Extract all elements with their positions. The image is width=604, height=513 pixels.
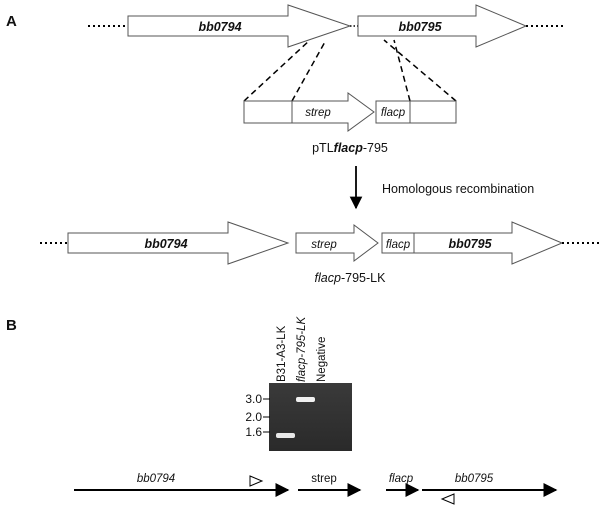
- primer-forward-icon: [249, 475, 264, 487]
- result-strain-name: flacp-795-LK: [315, 271, 387, 285]
- marker-label-1: 3.0: [245, 392, 262, 406]
- plasmid-left-arm: [243, 100, 293, 124]
- gene-arrow-bb0795-top: [357, 4, 528, 48]
- strep-arrow-result: [295, 224, 379, 262]
- strep-label-result: strep: [311, 239, 337, 251]
- lane-label-3: Negative: [316, 337, 328, 382]
- map-label-bb0794: bb0794: [137, 473, 175, 485]
- map-label-flacp: flacp: [389, 473, 414, 485]
- flacp-label-plasmid: flacp: [381, 107, 406, 119]
- homology-line-1: [243, 39, 311, 102]
- gene-arrow-bb0794-top: [127, 4, 352, 48]
- strep-arrow-plasmid: [291, 92, 375, 132]
- lane-label-1: B31-A3-LK: [276, 325, 288, 382]
- gel-band-lane-1: [276, 433, 295, 438]
- panel-label-a: A: [6, 13, 17, 30]
- gel-band-lane-2: [296, 397, 315, 402]
- plasmid-right-arm: [409, 100, 457, 124]
- recombination-label: Homologous recombination: [382, 182, 534, 196]
- homology-line-4: [383, 39, 457, 102]
- plasmid-name: pTLflacp-795: [312, 141, 388, 155]
- gel-image: [269, 383, 352, 451]
- gene-arrow-bb0794-result: [67, 221, 290, 265]
- map-label-bb0795: bb0795: [455, 473, 494, 485]
- marker-label-2: 2.0: [245, 410, 262, 424]
- panel-label-b: B: [6, 317, 17, 334]
- gene-label-bb0794-top: bb0794: [198, 20, 241, 34]
- homology-line-3: [393, 39, 411, 102]
- gene-label-bb0795-top: bb0795: [398, 20, 442, 34]
- gene-arrow-bb0795-result: [413, 221, 564, 265]
- map-label-strep: strep: [311, 473, 337, 485]
- flacp-label-result: flacp: [386, 239, 411, 251]
- gene-label-bb0794-result: bb0794: [144, 237, 187, 251]
- homology-line-2: [291, 39, 327, 102]
- marker-label-3: 1.6: [245, 425, 262, 439]
- primer-reverse-icon: [440, 493, 455, 505]
- lane-label-2: flacp-795-LK: [296, 315, 308, 382]
- gene-label-bb0795-result: bb0795: [448, 237, 492, 251]
- strep-label-plasmid: strep: [305, 107, 331, 119]
